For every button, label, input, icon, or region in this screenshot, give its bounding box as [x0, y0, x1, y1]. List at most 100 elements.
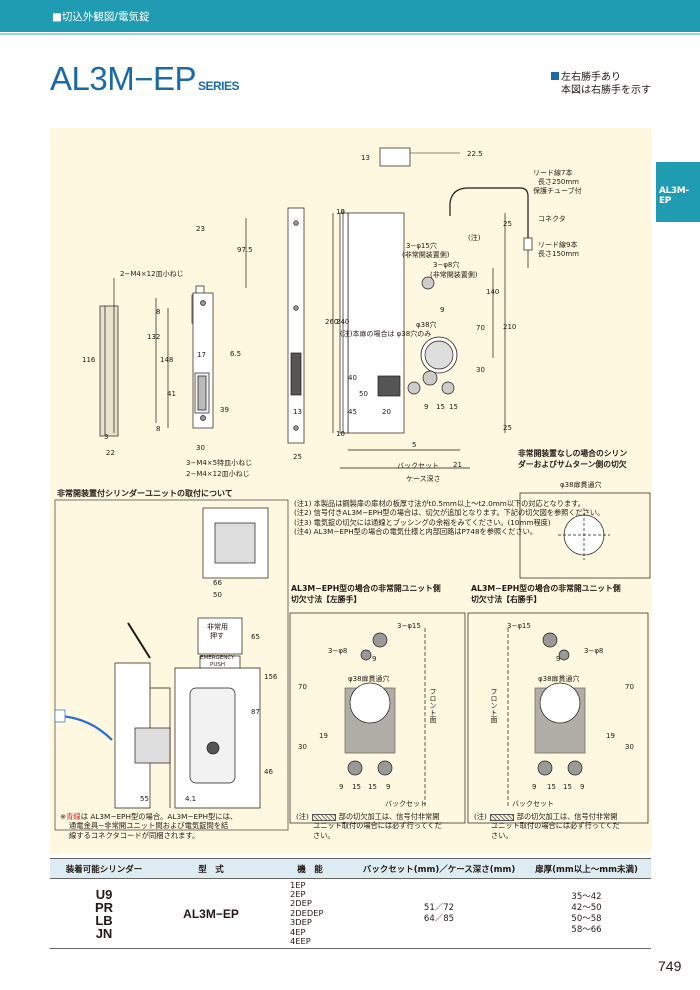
right-hand-cutout-box	[467, 612, 649, 824]
side-tab-label: AL3M-EP	[659, 186, 689, 206]
page-number: 749	[658, 958, 682, 974]
col-function: 機 能	[264, 858, 356, 879]
dim-25c: 25	[503, 424, 512, 432]
col-cylinder: 装着可能シリンダー	[50, 858, 158, 879]
label-backset: バックセット	[397, 462, 439, 470]
notes-list: (注1) 本製品は鋼製扉の扉材の板厚寸法がt0.5mm以上〜t2.0mm以下の対…	[294, 499, 604, 536]
rh-70: 70	[625, 683, 634, 691]
red-note-l2: 通電金具−非常開ユニット間および電気錠間を結	[69, 821, 229, 831]
function-3dep: 3DEP	[290, 917, 312, 928]
dim-30b: 30	[476, 366, 485, 374]
function-1ep: 1EP	[290, 879, 306, 890]
dim-22: 22	[106, 449, 115, 457]
red-note-l1: は AL3M−EPH型の場合。AL3M−EPH型には、	[80, 812, 238, 821]
no-emergency-box	[519, 492, 651, 579]
model-cell: AL3M−EP	[158, 878, 264, 949]
left-hand-title-l2: 切欠寸法【左勝手】	[291, 595, 362, 604]
section-header-bar: ■切込外観図/電気錠	[0, 0, 700, 32]
label-case-depth: ケース深さ	[406, 475, 441, 483]
emergency-btn-label2: 押す	[210, 632, 224, 640]
label-hole-38-note: (注)本扉の場合は φ38穴のみ	[340, 330, 432, 338]
dim-116: 116	[82, 356, 96, 364]
dim-22-5: 22.5	[467, 150, 483, 158]
rh-hole38: φ38扉貫通穴	[538, 675, 580, 683]
dim-9a: 9	[424, 403, 429, 411]
door-thickness-cell: 35〜42 42〜50 50〜58 58〜66	[522, 878, 651, 949]
label-hole-15: 3−φ15穴	[406, 242, 437, 250]
dim-20: 20	[382, 408, 391, 416]
note-2: (注2) 信号付きAL3M−EPH型の場合は、切欠が追加となります。下記の切欠図…	[294, 508, 605, 518]
dim-15a: 15	[436, 403, 445, 411]
dim-23: 23	[196, 225, 205, 233]
cylinder-lb: LB	[95, 912, 113, 928]
lock-case	[347, 212, 405, 434]
dim-132: 132	[147, 333, 161, 341]
drawing-panel: 23 97.5 116 148 132 17 6.5 41 39 8 8 3 2…	[50, 128, 651, 854]
function-2dep: 2DEP	[290, 898, 312, 909]
dim-210: 210	[503, 323, 517, 331]
right-hand-box-note: (注)部の切欠加工は、信号付非常開 ユニット取付の場合には必ず行ってくだ さい。	[474, 812, 620, 840]
spec-table-header: 装着可能シリンダー 型 式 機 能 バックセット(mm)／ケース深さ(mm) 扉…	[50, 858, 651, 879]
side-index-tab[interactable]: AL3M-EP	[656, 162, 700, 222]
thickness-58-66: 58〜66	[571, 924, 602, 935]
dim-13b: 13	[361, 154, 370, 162]
spec-table: 装着可能シリンダー 型 式 機 能 バックセット(mm)／ケース深さ(mm) 扉…	[50, 858, 651, 949]
dim-45: 45	[348, 408, 357, 416]
lh-15b: 15	[368, 783, 377, 791]
label-tube: 保護チューブ付	[533, 187, 582, 195]
dim-6-5: 6.5	[230, 350, 242, 358]
label-note-mark: (注)	[468, 234, 481, 242]
rh-30: 30	[625, 743, 634, 751]
lh-hole8: 3−φ8	[328, 647, 348, 655]
left-hand-box-note: (注)部の切欠加工は、信号付非常開 ユニット取付の場合には必ず行ってくだ さい。	[296, 812, 442, 840]
label-hole-15-sub: (非常開装置側)	[402, 251, 450, 259]
lh-hole15: 3−φ15	[397, 622, 421, 630]
lh-70: 70	[298, 683, 307, 691]
dim-55: 55	[140, 795, 149, 803]
thickness-42-50: 42〜50	[571, 902, 602, 913]
thickness-35-42: 35〜42	[571, 891, 602, 902]
label-lead7-len: 長さ250mm	[538, 178, 579, 186]
note-1: (注1) 本製品は鋼製扉の扉材の板厚寸法がt0.5mm以上〜t2.0mm以下の対…	[294, 499, 585, 508]
cylinder-u9: U9	[95, 886, 113, 902]
right-hand-title-l1: AL3M−EPH型の場合の非常開ユニット側	[471, 584, 621, 593]
lh-19: 19	[319, 732, 328, 740]
label-hole-38: φ38穴	[416, 321, 437, 329]
title-main: AL3M−EP	[50, 60, 197, 97]
rh-backset: バックセット	[512, 800, 554, 808]
emergency-plate-label2: PUSH	[210, 662, 225, 668]
dim-3: 3	[104, 433, 109, 441]
lh-note-text2: ユニット取付の場合には必ず行ってくだ	[313, 821, 442, 831]
cylinder-section-title: 非常開装置付シリンダーユニットの取付について	[57, 489, 233, 498]
no-emergency-title-l1: 非常開装置なしの場合のシリン	[518, 449, 628, 458]
rh-note-text2: ユニット取付の場合には必ず行ってくだ	[491, 821, 620, 831]
handedness-line2: 本図は右勝手を示す	[561, 84, 651, 96]
lh-note-text1: 部の切欠加工は、信号付非常開	[338, 812, 440, 821]
dim-9b: 9	[440, 306, 445, 314]
connector-cord-note: ※青線は AL3M−EPH型の場合。AL3M−EPH型には、 通電金具−非常開ユ…	[60, 812, 237, 840]
label-hole-8-sub: (非常開装置側)	[430, 271, 478, 279]
header-divider	[0, 33, 700, 35]
left-hand-title-l1: AL3M−EPH型の場合の非常開ユニット側	[291, 584, 441, 593]
dim-13: 13	[293, 408, 302, 416]
function-2ep: 2EP	[290, 888, 306, 899]
label-hole-8: 3−φ8穴	[433, 261, 460, 269]
backset-64-85: 64／85	[423, 913, 455, 924]
dim-87: 87	[251, 708, 260, 716]
dim-17: 17	[197, 351, 206, 359]
lh-9b: 9	[339, 783, 344, 791]
dim-5: 5	[412, 441, 417, 449]
hatch-swatch-icon	[311, 813, 336, 821]
red-note-mark: ※	[60, 812, 67, 821]
rh-9b: 9	[532, 783, 537, 791]
label-screw-m4-12-top: 2−M4×12皿小ねじ	[120, 270, 184, 278]
rh-note-text1: 部の切欠加工は、信号付非常開	[516, 812, 618, 821]
no-emergency-hole: φ38扉貫通穴	[560, 481, 602, 489]
dim-10b: 10	[336, 430, 345, 438]
rh-note-prefix: (注)	[474, 812, 487, 821]
function-4eep: 4EEP	[290, 936, 311, 947]
dim-10a: 10	[336, 208, 345, 216]
cylinder-unit-box	[54, 499, 289, 831]
table-row: U9 PR LB JN AL3M−EP 1EP 2EP 2DEP 2DEDEP …	[50, 878, 651, 949]
red-note-highlight: 青線	[66, 812, 81, 821]
